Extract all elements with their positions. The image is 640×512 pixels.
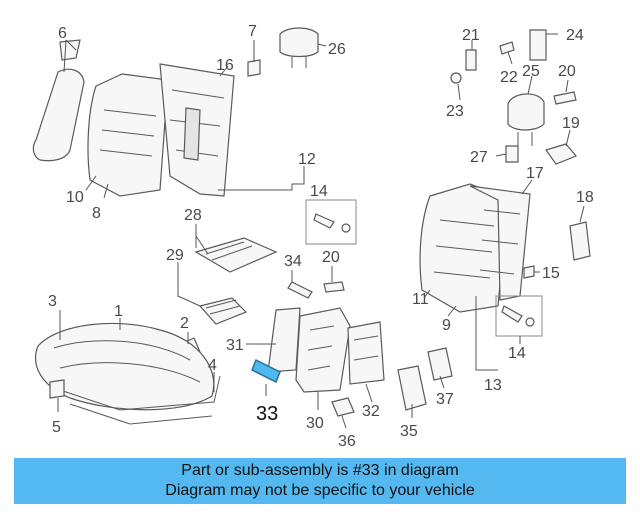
callout-box-14-lower [495, 295, 543, 337]
label-11: 11 [412, 291, 429, 308]
label-28: 28 [184, 207, 202, 224]
headrest-part-26 [279, 27, 319, 68]
screw-part-22 [499, 41, 515, 55]
bolt-part-7 [247, 59, 261, 77]
label-29: 29 [166, 247, 184, 264]
label-30: 30 [306, 415, 324, 432]
label-15: 15 [542, 265, 560, 282]
label-4: 4 [208, 357, 217, 374]
label-22: 22 [500, 69, 518, 86]
label-18: 18 [576, 189, 594, 206]
label-21: 21 [462, 27, 480, 44]
label-23: 23 [446, 103, 464, 120]
clip-part-15 [523, 265, 535, 279]
headrest-part-25 [507, 93, 545, 146]
label-20: 20 [322, 249, 340, 266]
label-27: 27 [470, 149, 488, 166]
label-32: 32 [362, 403, 380, 420]
label-25: 25 [522, 63, 540, 80]
label-16: 16 [216, 57, 234, 74]
callout-box-14-upper [305, 199, 357, 245]
clip-part-36 [331, 397, 355, 417]
latch-part-19 [545, 143, 577, 165]
clip-part-5 [49, 379, 65, 399]
seat-back-cushion-part-8 [87, 73, 169, 197]
banner-line-1: Part or sub-assembly is #33 in diagram [181, 462, 459, 479]
label-35: 35 [400, 423, 418, 440]
seat-back-frame-part-17 [469, 185, 531, 301]
cover-part-2 [198, 297, 248, 325]
label-31: 31 [226, 337, 244, 354]
armrest-frame-part-30 [295, 307, 351, 393]
bushing-part-27 [505, 145, 519, 163]
label-6: 6 [58, 25, 67, 42]
label-3: 3 [48, 293, 57, 310]
label-17: 17 [526, 165, 544, 182]
label-26: 26 [328, 41, 346, 58]
screw-part-20 [323, 281, 345, 293]
label-12: 12 [298, 151, 316, 168]
panel-part-31 [267, 307, 301, 373]
label-7: 7 [248, 23, 257, 40]
trim-part-33-highlighted [251, 358, 281, 396]
label-34: 34 [284, 253, 302, 270]
label-2: 2 [180, 315, 189, 332]
info-banner: Part or sub-assembly is #33 in diagram D… [14, 458, 626, 504]
hinge-part-18 [569, 221, 591, 261]
bracket-part-37 [427, 347, 453, 381]
label-1: 1 [114, 303, 123, 320]
bracket-part-35 [397, 365, 427, 411]
banner-line-2: Diagram may not be specific to your vehi… [165, 482, 475, 499]
strip-part-34 [287, 281, 313, 299]
leader-lines [57, 33, 585, 429]
label-33: 33 [256, 403, 278, 425]
label-10: 10 [66, 189, 84, 206]
panel-part-32 [347, 321, 385, 385]
seat-frame-part-4 [59, 375, 221, 425]
washer-part-23 [450, 72, 462, 84]
label-20b: 20 [558, 63, 576, 80]
bolt-part-21 [465, 49, 477, 71]
pin-part-20b [553, 91, 577, 105]
side-bolster-part-6 [32, 39, 85, 162]
armrest-panel-part-28 [194, 237, 278, 273]
label-8: 8 [92, 205, 101, 222]
label-9: 9 [442, 317, 451, 334]
label-19: 19 [562, 115, 580, 132]
label-37: 37 [436, 391, 454, 408]
part-labels: 6 7 26 16 10 8 12 14 28 29 34 20 3 1 2 3… [48, 23, 594, 450]
label-14: 14 [310, 183, 328, 200]
label-36: 36 [338, 433, 356, 450]
guide-part-24 [529, 29, 547, 61]
label-13: 13 [484, 377, 502, 394]
label-24: 24 [566, 27, 584, 44]
seat-back-frame-part-16 [159, 63, 235, 197]
label-5: 5 [52, 419, 61, 436]
label-14b: 14 [508, 345, 526, 362]
seat-back-part-9-11 [419, 183, 509, 313]
